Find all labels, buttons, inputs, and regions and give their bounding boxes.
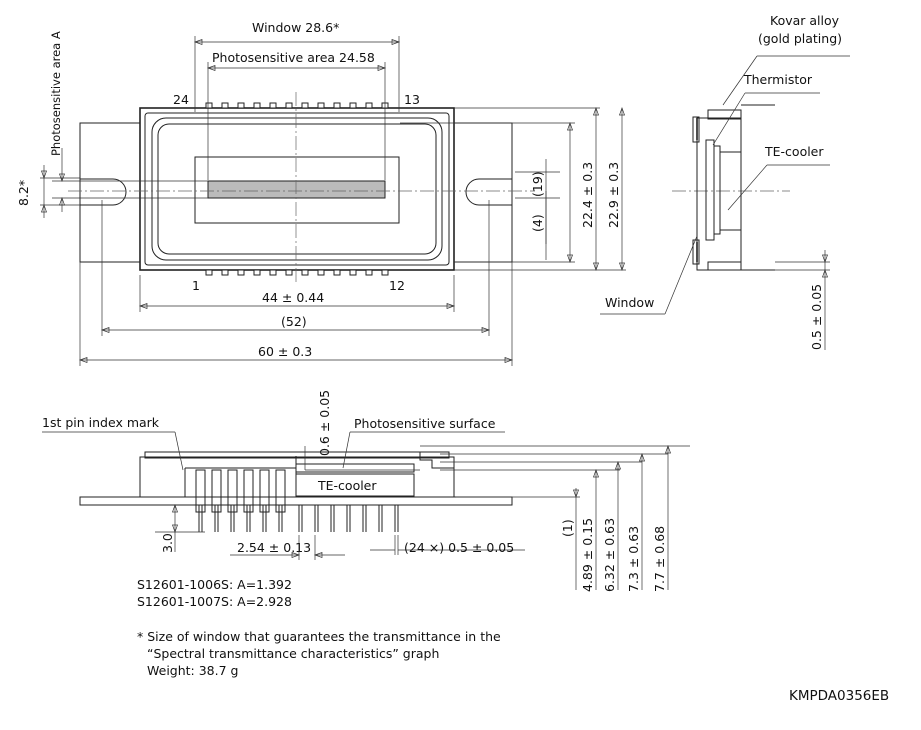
bottom-pins [205, 269, 389, 276]
pin-12-label: 12 [389, 278, 405, 293]
dim-8-2-label: 8.2* [16, 180, 31, 206]
photosensitive-frame [194, 156, 400, 224]
footnote-line-2: “Spectral transmittance characteristics”… [147, 646, 440, 661]
dim-pins-label: (24 ×) 0.5 ± 0.05 [404, 540, 514, 555]
side-view [600, 55, 850, 350]
section-body [139, 456, 455, 498]
side-body [696, 117, 742, 271]
left-flange-slot [80, 178, 127, 206]
side-tecooler-label: TE-cooler [764, 144, 824, 159]
dim-2-54-label: 2.54 ± 0.13 [237, 540, 311, 555]
dim-3-0-label: 3.0 [160, 533, 175, 553]
thermistor-label: Thermistor [743, 72, 813, 87]
dim-44-label: 44 ± 0.44 [262, 290, 324, 305]
left-flange [79, 122, 140, 263]
side-window-label: Window [605, 295, 654, 310]
dim-60-label: 60 ± 0.3 [258, 344, 312, 359]
top-view [40, 36, 626, 366]
photosensitive-surface-label: Photosensitive surface [354, 416, 496, 431]
dim-7-3-label: 7.3 ± 0.63 [626, 526, 641, 592]
pin-13-label: 13 [404, 92, 420, 107]
section-tecooler-label: TE-cooler [317, 478, 377, 493]
package-body [139, 107, 455, 271]
photosensitive-area-side-label: Photosensitive area A [49, 31, 63, 156]
dim-4-89-label: 4.89 ± 0.15 [580, 518, 595, 592]
weight-note: Weight: 38.7 g [147, 663, 239, 678]
package-inner-frame [144, 112, 450, 266]
dim-1-label: (1) [560, 519, 575, 537]
photosensitive-area [207, 180, 386, 199]
kovar-alloy-label: Kovar alloy [770, 13, 840, 28]
dim-19-label: (19) [530, 171, 545, 197]
dim-22-9-label: 22.9 ± 0.3 [606, 162, 621, 228]
pin-24-label: 24 [173, 92, 189, 107]
dim-22-4-label: 22.4 ± 0.3 [580, 162, 595, 228]
right-flange-slot [465, 178, 512, 206]
base-plate [79, 496, 513, 506]
footnote-line-1: * Size of window that guarantees the tra… [137, 629, 501, 644]
model-a-1006s: S12601-1006S: A=1.392 [137, 577, 292, 592]
pin-1-label: 1 [192, 278, 200, 293]
photosensitive-dimension-label: Photosensitive area 24.58 [212, 50, 375, 65]
dim-0-5-label: 0.5 ± 0.05 [809, 284, 824, 350]
right-flange [454, 122, 513, 263]
model-a-1007s: S12601-1007S: A=2.928 [137, 594, 292, 609]
dim-52-label: (52) [281, 314, 307, 329]
pin-index-mark-label: 1st pin index mark [42, 415, 160, 430]
dim-0-6-label: 0.6 ± 0.05 [317, 390, 332, 456]
dim-4-label: (4) [530, 214, 545, 232]
window-inner-outline [157, 123, 437, 255]
gold-plating-label: (gold plating) [758, 31, 842, 46]
drawing-code: KMPDA0356EB [789, 688, 890, 704]
window-dimension-label: Window 28.6* [252, 20, 339, 35]
section-pins [195, 469, 399, 532]
dim-6-32-label: 6.32 ± 0.63 [602, 518, 617, 592]
window-outline [151, 117, 443, 261]
dim-7-7-label: 7.7 ± 0.68 [652, 526, 667, 592]
section-view [42, 431, 690, 590]
